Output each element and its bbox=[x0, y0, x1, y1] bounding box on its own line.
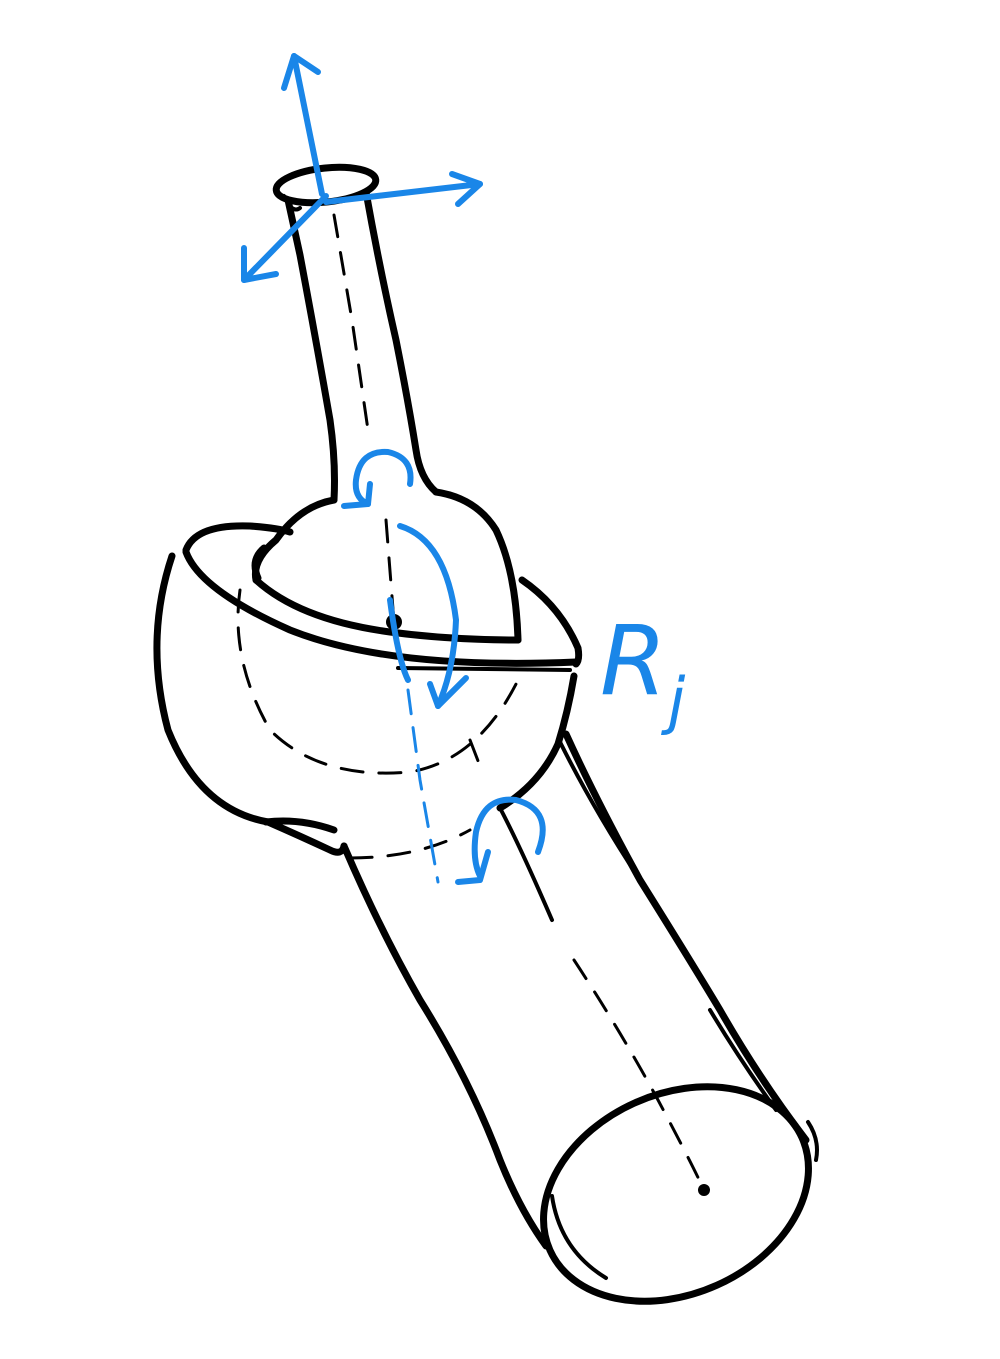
lower-link-cylinder bbox=[340, 730, 810, 1250]
ball-joint-sphere bbox=[153, 552, 578, 860]
lower-cylinder-end-cap bbox=[540, 1083, 819, 1305]
joint-label: R j bbox=[600, 605, 686, 737]
rotation-arrow-upper bbox=[341, 448, 414, 509]
rotation-arrow-middle bbox=[387, 523, 469, 709]
joint-label-main: R bbox=[600, 605, 667, 717]
coordinate-frame-arrows bbox=[241, 53, 483, 283]
socket-ring bbox=[182, 522, 583, 672]
ball-joint-dome bbox=[251, 488, 522, 644]
rotation-arrow-lower bbox=[455, 796, 546, 885]
upper-link-shaft bbox=[284, 188, 440, 504]
